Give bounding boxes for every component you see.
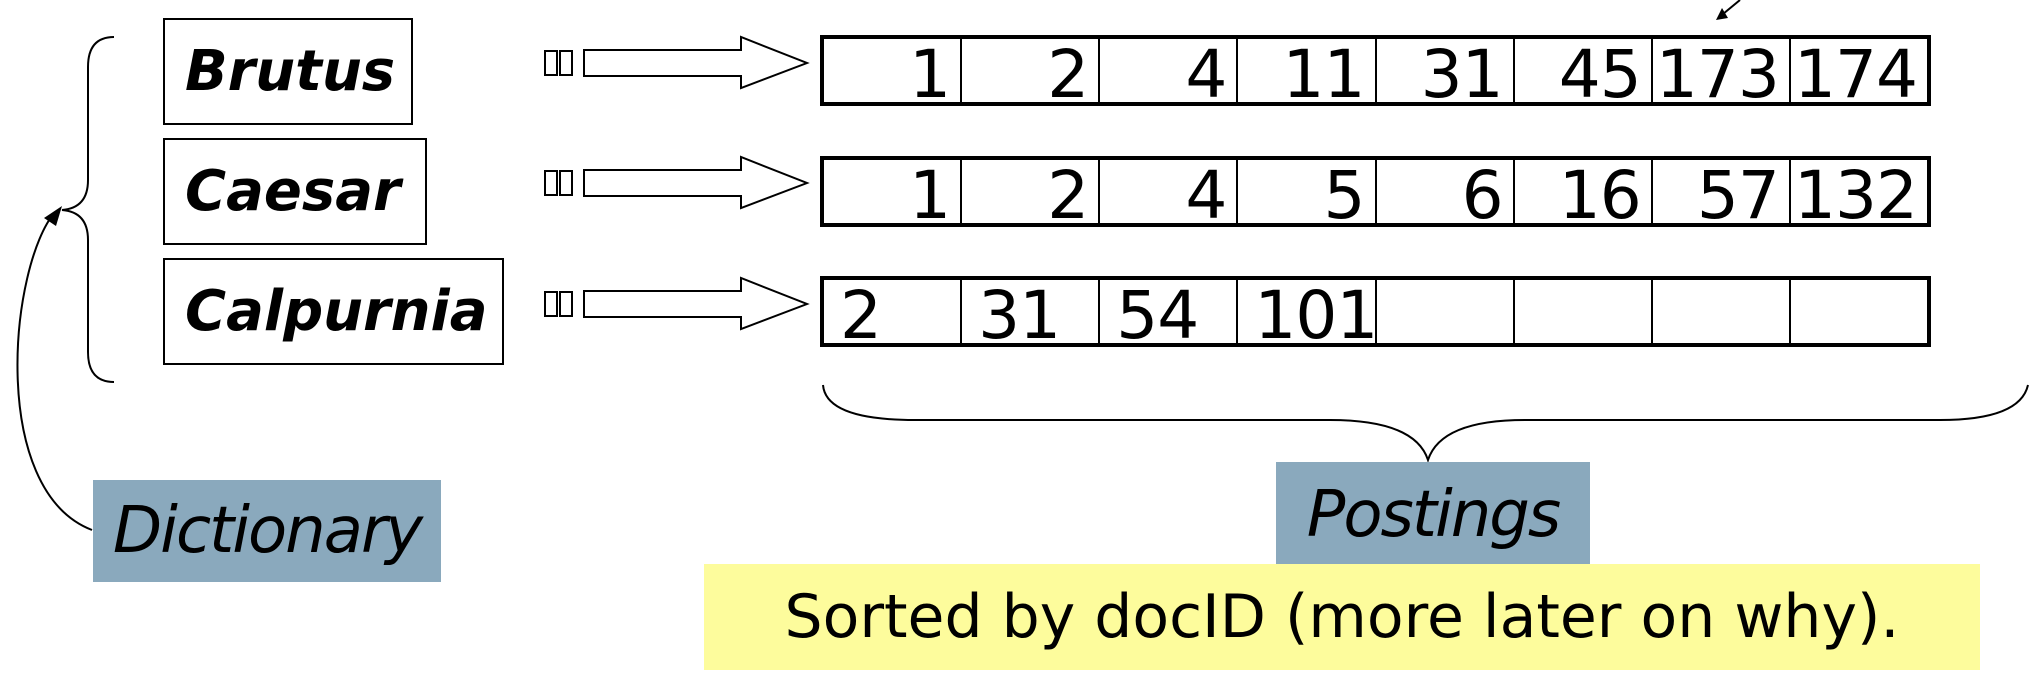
posting-cell: 31 bbox=[1377, 39, 1515, 102]
posting-cell: 45 bbox=[1515, 39, 1653, 102]
dictionary-term-caesar: Caesar bbox=[163, 138, 427, 245]
dictionary-pointer-arrowhead bbox=[44, 206, 62, 226]
posting-cell: 54 bbox=[1100, 280, 1239, 343]
dictionary-brace bbox=[61, 36, 115, 383]
pointer-glyph bbox=[559, 291, 573, 317]
posting-cell: 31 bbox=[962, 280, 1101, 343]
dictionary-term-calpurnia: Calpurnia bbox=[163, 258, 504, 365]
pointer-glyph bbox=[559, 170, 573, 196]
top-pointer-arrowhead bbox=[1716, 8, 1728, 20]
posting-cell: 11 bbox=[1238, 39, 1377, 102]
dictionary-pointer-arrow bbox=[16, 211, 93, 531]
caption: Sorted by docID (more later on why). bbox=[704, 564, 1980, 670]
posting-cell: 5 bbox=[1238, 160, 1377, 223]
dictionary-term-brutus: Brutus bbox=[163, 18, 413, 125]
pointer-arrow-brutus bbox=[583, 35, 810, 90]
posting-cell: 2 bbox=[962, 160, 1101, 223]
posting-cell: 1 bbox=[824, 160, 963, 223]
posting-cell bbox=[1377, 280, 1515, 343]
pointer-glyph bbox=[544, 170, 558, 196]
pointer-glyph bbox=[544, 50, 558, 76]
postings-brace bbox=[822, 384, 2029, 464]
dictionary-label: Dictionary bbox=[93, 480, 441, 582]
top-pointer-arrow bbox=[1722, 0, 1741, 15]
posting-cell: 1 bbox=[824, 39, 963, 102]
pointer-glyph bbox=[559, 50, 573, 76]
posting-cell: 16 bbox=[1515, 160, 1653, 223]
postings-list-caesar: 1 2 4 5 6 16 57 132 bbox=[820, 156, 1931, 227]
pointer-arrow-caesar bbox=[583, 155, 810, 210]
posting-cell: 173 bbox=[1653, 39, 1791, 102]
posting-cell bbox=[1653, 280, 1791, 343]
posting-cell: 57 bbox=[1653, 160, 1791, 223]
posting-cell: 2 bbox=[824, 280, 963, 343]
postings-label: Postings bbox=[1276, 462, 1590, 568]
posting-cell: 6 bbox=[1377, 160, 1515, 223]
posting-cell: 4 bbox=[1100, 39, 1239, 102]
posting-cell: 4 bbox=[1100, 160, 1239, 223]
pointer-glyph bbox=[544, 291, 558, 317]
postings-list-calpurnia: 2 31 54 101 bbox=[820, 276, 1931, 347]
posting-cell: 132 bbox=[1794, 160, 1918, 223]
posting-cell: 174 bbox=[1794, 39, 1918, 102]
postings-list-brutus: 1 2 4 11 31 45 173 174 bbox=[820, 35, 1931, 106]
pointer-arrow-calpurnia bbox=[583, 276, 810, 331]
posting-cell: 2 bbox=[962, 39, 1101, 102]
posting-cell: 101 bbox=[1238, 280, 1377, 343]
posting-cell bbox=[1515, 280, 1653, 343]
